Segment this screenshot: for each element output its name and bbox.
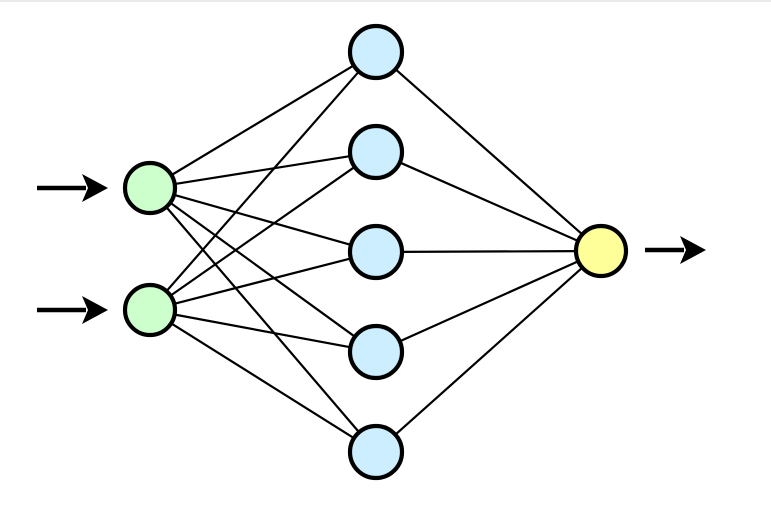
edge-i1-h4 bbox=[168, 200, 357, 339]
hidden-node-2[interactable] bbox=[347, 123, 405, 181]
edge-h2-o1 bbox=[397, 160, 581, 243]
output-node-1[interactable] bbox=[573, 223, 629, 279]
edge-i1-h1 bbox=[169, 63, 356, 177]
edge-i1-h5 bbox=[164, 205, 361, 435]
edge-i2-h5 bbox=[169, 321, 356, 440]
hidden-node-3[interactable] bbox=[347, 223, 405, 281]
edge-i1-h2 bbox=[172, 154, 353, 186]
edge-i2-h1 bbox=[164, 69, 361, 294]
input-node-2[interactable] bbox=[122, 282, 178, 338]
io-arrow-layer bbox=[37, 174, 706, 324]
edge-i2-h3 bbox=[172, 257, 353, 306]
edge-i2-h4 bbox=[172, 313, 353, 349]
input-arrow-1-head bbox=[82, 174, 108, 202]
edge-h5-o1 bbox=[393, 265, 585, 437]
input-node-1[interactable] bbox=[122, 160, 178, 216]
hidden-node-1[interactable] bbox=[347, 23, 405, 81]
hidden-node-5[interactable] bbox=[347, 423, 405, 481]
edge-h4-o1 bbox=[397, 259, 581, 343]
hidden-node-4[interactable] bbox=[347, 323, 405, 381]
edge-i2-h2 bbox=[168, 165, 357, 298]
edge-i1-h3 bbox=[171, 193, 354, 247]
input-arrow-2-head bbox=[82, 296, 108, 324]
edge-h1-o1 bbox=[393, 67, 585, 237]
edge-h3-o1 bbox=[399, 250, 579, 253]
node-layer bbox=[122, 23, 629, 481]
output-arrow-1-head bbox=[680, 236, 706, 264]
edge-layer bbox=[164, 63, 585, 440]
